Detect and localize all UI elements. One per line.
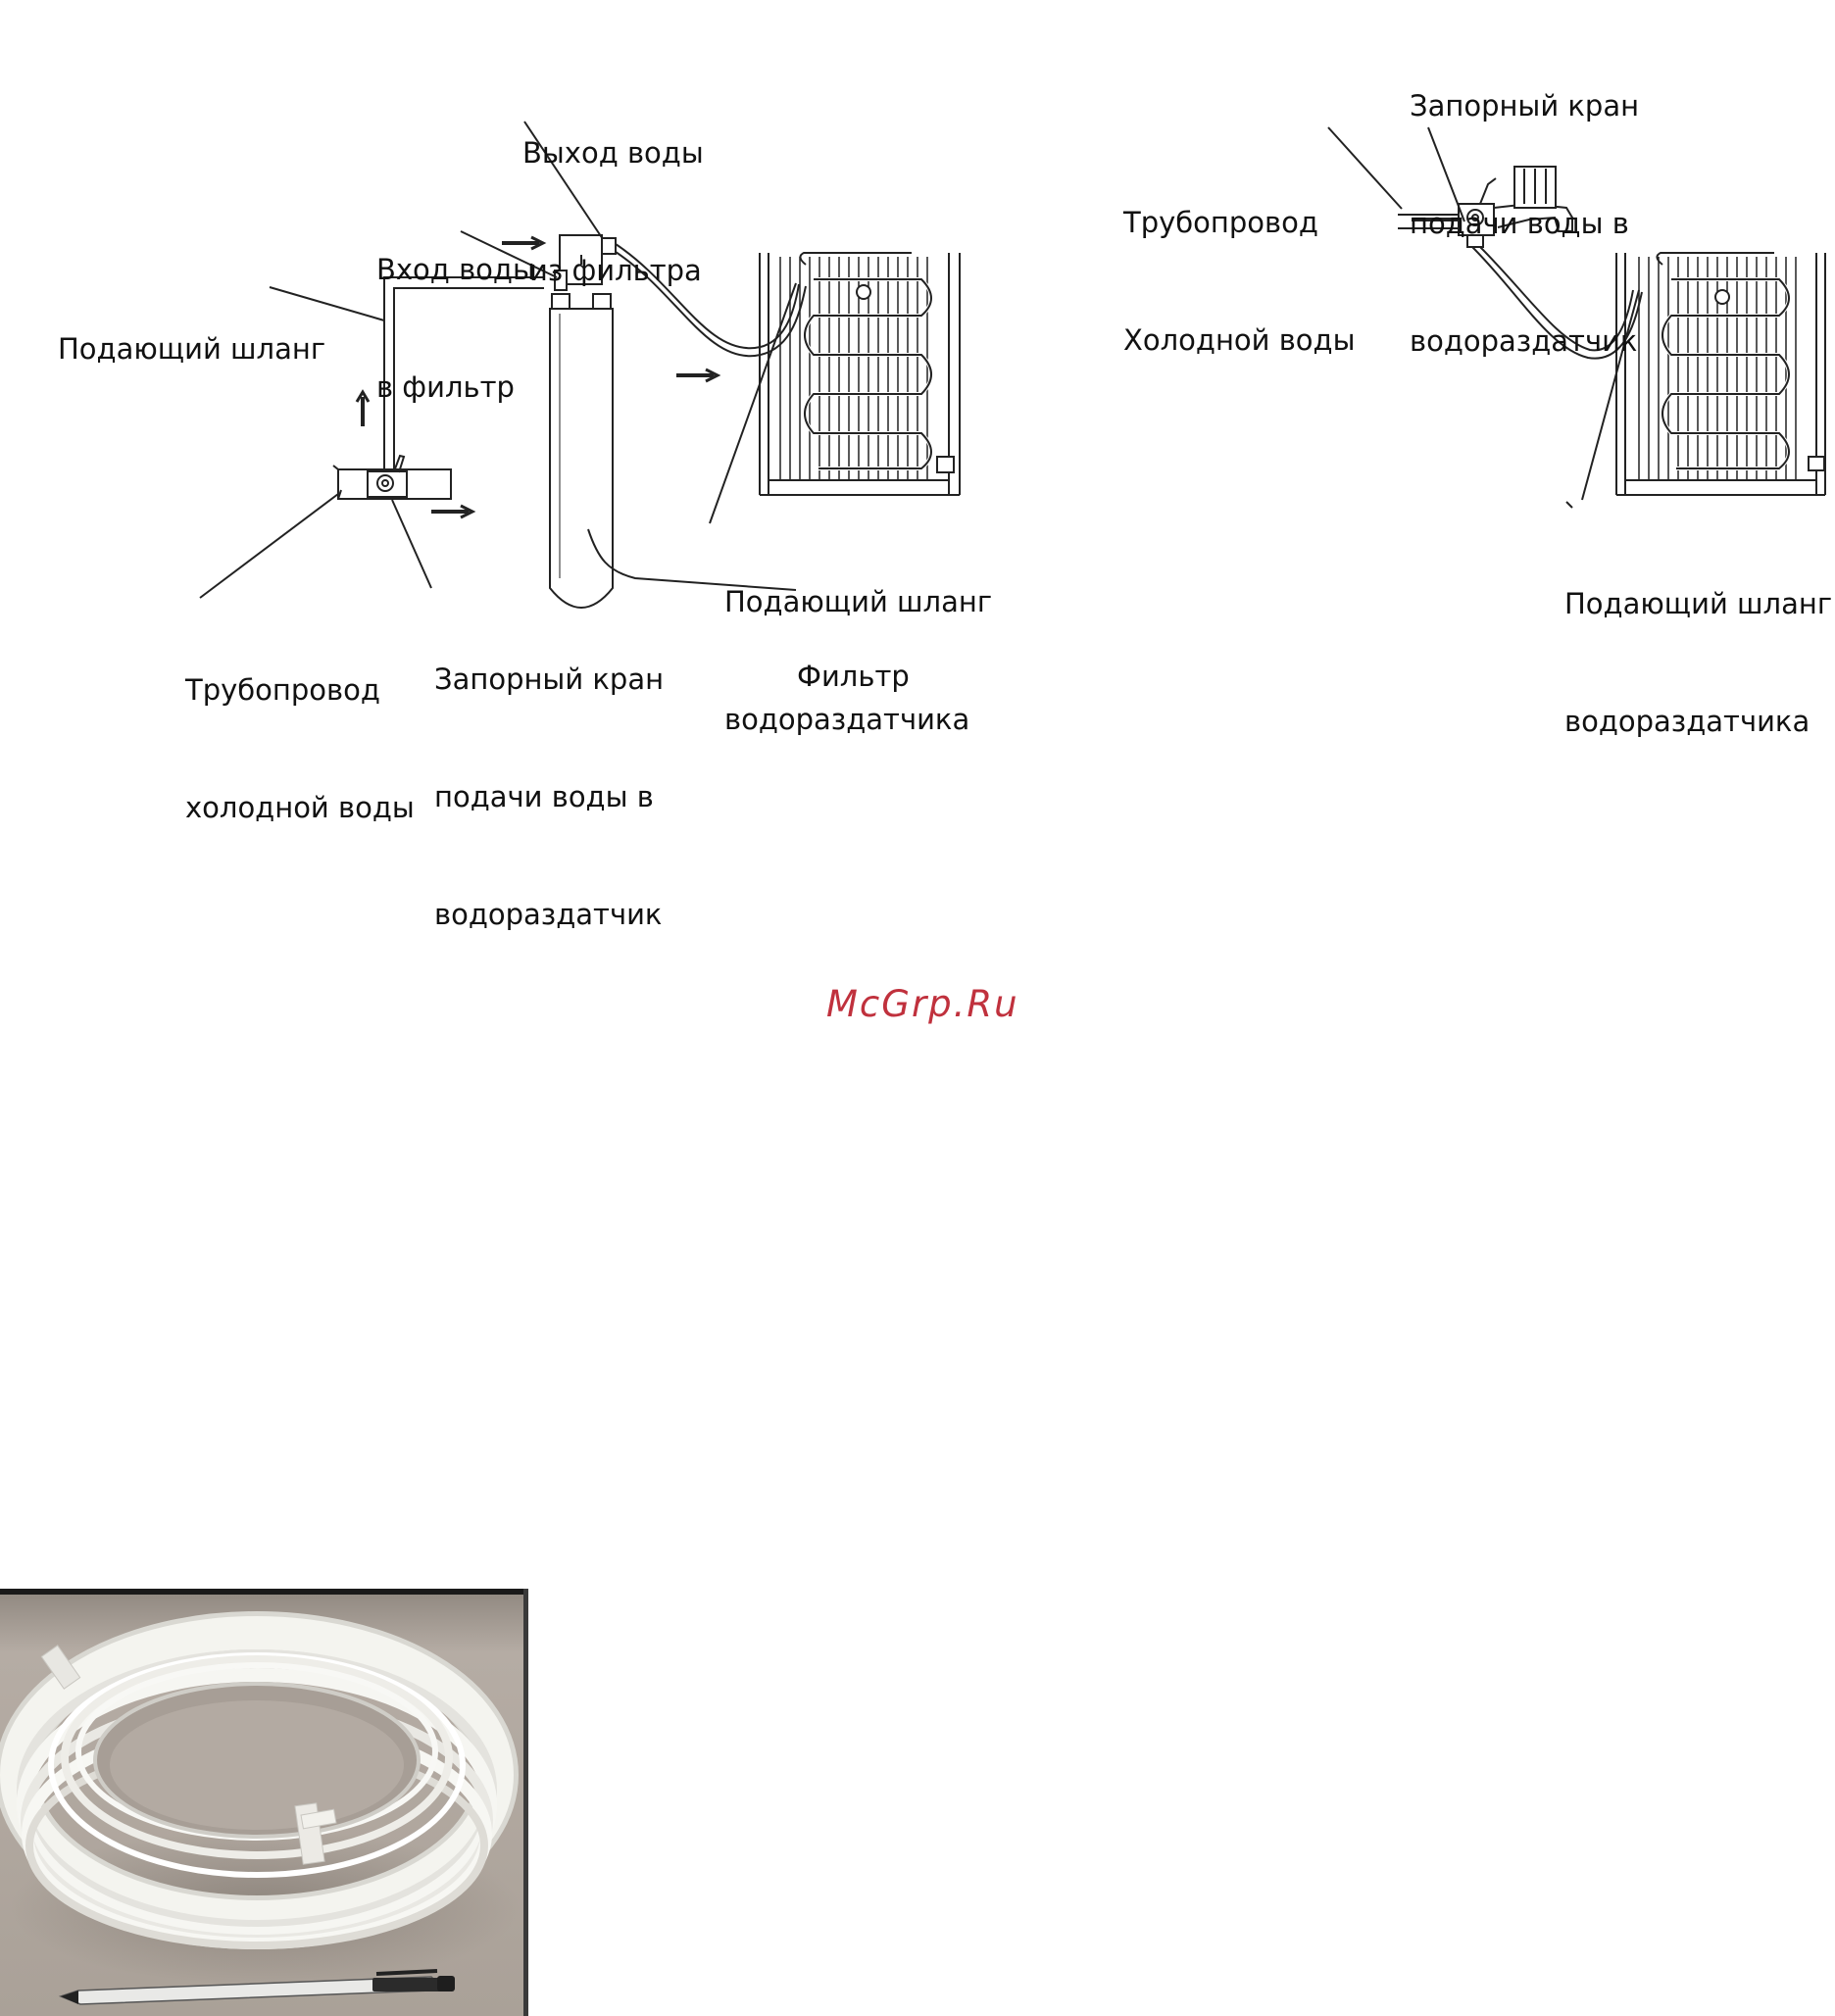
label-line: подачи воды в <box>434 780 654 813</box>
label-line: в фильтр <box>376 370 515 404</box>
label-supply-hose: Подающий шланг <box>58 251 325 447</box>
leader-lines <box>199 121 797 599</box>
label-cold-water-pipe-right: Трубопровод Холодной воды <box>1123 124 1356 438</box>
label-filter-outlet: Выход воды из фильтра <box>522 55 704 369</box>
label-line: водораздатчик <box>434 898 663 931</box>
tubing-coil-photo <box>0 1589 528 2016</box>
leader-lines-right <box>1327 126 1640 509</box>
label-line: подачи воды в <box>1410 207 1629 240</box>
dispenser-back-grille <box>759 252 961 496</box>
label-shutoff-valve-right: Запорный кран подачи воды в водораздатчи… <box>1410 8 1639 439</box>
label-shutoff-valve: Запорный кран подачи воды в водораздатчи… <box>434 581 664 1012</box>
supply-hose <box>383 276 544 471</box>
label-line: водораздатчик <box>1410 324 1638 358</box>
flow-arrows <box>355 235 721 519</box>
label-filter-inlet: Вход воды в фильтр <box>376 172 535 485</box>
label-line: холодной воды <box>185 791 415 824</box>
label-line: Запорный кран <box>1410 89 1640 123</box>
label-line: водораздатчика <box>724 703 970 736</box>
watermark: McGrp.Ru <box>826 983 1019 1025</box>
label-line: Подающий шланг <box>1564 587 1833 620</box>
label-line: Холодной воды <box>1123 323 1356 357</box>
filter-cartridge <box>549 234 617 609</box>
label-line: Трубопровод <box>185 673 380 707</box>
label-line: водораздатчика <box>1564 705 1810 738</box>
label-cold-water-pipe: Трубопровод холодной воды <box>185 592 415 906</box>
shutoff-valve <box>367 454 408 498</box>
label-filter: Фильтр <box>797 578 910 774</box>
direct-connection-diagram <box>1327 126 1826 509</box>
filter-connection-diagram <box>199 121 961 609</box>
label-line: Выход воды <box>522 136 704 170</box>
label-line: Вход воды <box>376 253 535 286</box>
label-line: Подающий шланг <box>58 332 326 366</box>
tubing-coil-image <box>0 1589 528 2016</box>
label-dispenser-hose: Подающий шланг водораздатчика <box>724 504 992 817</box>
pen <box>58 1969 455 2005</box>
label-line: из фильтра <box>529 254 702 287</box>
label-line: Запорный кран <box>434 663 665 696</box>
tube-coil <box>0 1611 519 1949</box>
dispenser-back-grille-right <box>1615 252 1826 496</box>
label-line: Трубопровод <box>1123 206 1318 239</box>
label-dispenser-hose-right: Подающий шланг водораздатчика <box>1564 506 1832 819</box>
label-line: Фильтр <box>797 660 910 693</box>
label-line: Подающий шланг <box>724 585 993 618</box>
